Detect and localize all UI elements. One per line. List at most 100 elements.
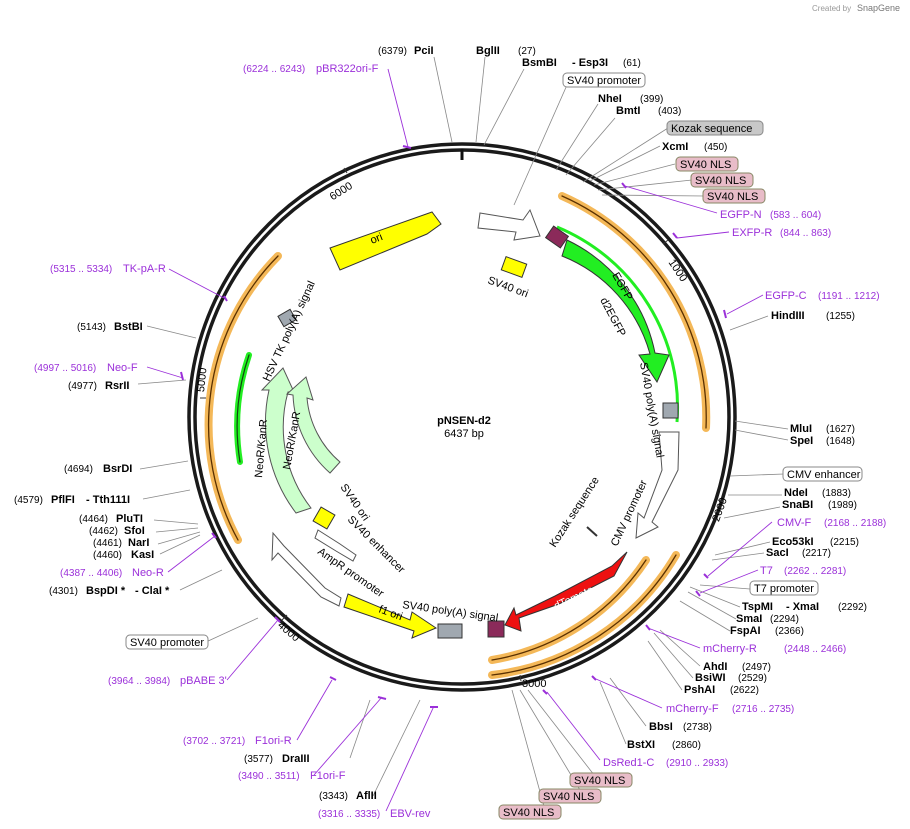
bmti-name[interactable]: BmtI	[616, 105, 640, 117]
bsmbi-extra[interactable]: - Esp3I	[572, 57, 608, 69]
pbr322-name[interactable]: pBR322ori-F	[316, 63, 379, 75]
rsrii-name[interactable]: RsrII	[105, 380, 129, 392]
sv40-nls-box-b1[interactable]	[569, 772, 633, 788]
pshai-name[interactable]: PshAI	[684, 684, 715, 696]
bstbi-pos: (5143)	[77, 322, 106, 333]
backbone-outer	[187, 142, 737, 692]
pflfi-name[interactable]: PflFI	[51, 494, 75, 506]
egfpc-name[interactable]: EGFP-C	[765, 290, 807, 302]
f1orif-name[interactable]: F1ori-F	[310, 770, 346, 782]
nari-name[interactable]: NarI	[128, 537, 149, 549]
sv40-promoter-left-label: SV40 promoter	[130, 637, 204, 649]
bglii-name[interactable]: BglII	[476, 45, 500, 57]
eco53ki-name[interactable]: Eco53kI	[772, 536, 814, 548]
mcherryr-name[interactable]: mCherry-R	[703, 643, 757, 655]
sv40-nls-box-1[interactable]	[675, 156, 739, 172]
sv40-nls-box-b3[interactable]	[498, 804, 562, 820]
nhei-name[interactable]: NheI	[598, 93, 622, 105]
dsred1c-name[interactable]: DsRed1-C	[603, 757, 654, 769]
tspmi-extra[interactable]: - XmaI	[786, 601, 819, 613]
f1orir-name[interactable]: F1ori-R	[255, 735, 292, 747]
bbsi-pos: (2738)	[683, 722, 712, 733]
ahdi-pos: (2497)	[742, 662, 771, 673]
bstxi-name[interactable]: BstXI	[627, 739, 655, 751]
pflfi-pos: (4579)	[14, 495, 43, 506]
bsiwi-pos: (2529)	[738, 673, 767, 684]
mcherryr-pos: (2448 .. 2466)	[784, 644, 846, 655]
spei-name[interactable]: SpeI	[790, 435, 813, 447]
exfpr-name[interactable]: EXFP-R	[732, 227, 772, 239]
sv40-promoter-arrow	[477, 208, 541, 241]
sv40-nls-box-b2[interactable]	[538, 788, 602, 804]
mlui-name[interactable]: MluI	[790, 423, 812, 435]
smai-name[interactable]: SmaI	[736, 613, 762, 625]
tspmi-name[interactable]: TspMI	[742, 601, 773, 613]
saci-name[interactable]: SacI	[766, 547, 789, 559]
t7-promoter-box[interactable]	[749, 580, 819, 596]
draiii-pos: (3577)	[244, 754, 273, 765]
bstbi-name[interactable]: BstBI	[114, 321, 143, 333]
f1ori-arrow	[343, 593, 438, 639]
label-sv40-enhancer: SV40 enhancer	[345, 514, 407, 576]
smai-pos: (2294)	[770, 614, 799, 625]
sv40-promoter-left-box[interactable]	[125, 634, 209, 650]
bsmbi-name[interactable]: BsmBI	[522, 57, 557, 69]
nari-pos: (4461)	[93, 538, 122, 549]
ebvrev-name[interactable]: EBV-rev	[390, 808, 431, 820]
t7-promoter-label: T7 promoter	[754, 583, 814, 595]
ndei-name[interactable]: NdeI	[784, 487, 808, 499]
draiii-name[interactable]: DraIII	[282, 753, 310, 765]
pcil-name[interactable]: PciI	[414, 45, 434, 57]
sv40-nls-label-2: SV40 NLS	[695, 175, 746, 187]
kasi-name[interactable]: KasI	[131, 549, 154, 561]
pflfi-extra[interactable]: - Tth111I	[86, 494, 130, 506]
kozak-box[interactable]	[666, 120, 764, 136]
bsrdi-name[interactable]: BsrDI	[103, 463, 132, 475]
f1orir-pos: (3702 .. 3721)	[183, 736, 245, 747]
tkpar-pos: (5315 .. 5334)	[50, 264, 112, 275]
label-cmv-promoter: CMV promoter	[609, 478, 650, 548]
bsiwi-name[interactable]: BsiWI	[695, 672, 726, 684]
neof-name[interactable]: Neo-F	[107, 362, 138, 374]
neor-name[interactable]: Neo-R	[132, 567, 164, 579]
bspdi-pos: (4301)	[49, 586, 78, 597]
saci-pos: (2217)	[802, 548, 831, 559]
mcherryf-pos: (2716 .. 2735)	[732, 704, 794, 715]
sv40-nls-label-3: SV40 NLS	[707, 191, 758, 203]
tkpar-name[interactable]: TK-pA-R	[123, 263, 166, 275]
egfpn-name[interactable]: EGFP-N	[720, 209, 762, 221]
cmvf-name[interactable]: CMV-F	[777, 517, 812, 529]
label-d2egfp: d2EGFP	[597, 296, 627, 339]
bspdi-extra[interactable]: - ClaI *	[135, 585, 170, 597]
mcherryf-name[interactable]: mCherry-F	[666, 703, 719, 715]
neor-pos: (4387 .. 4406)	[60, 568, 122, 579]
afliii-pos: (3343)	[319, 791, 348, 802]
egfpc-pos: (1191 .. 1212)	[818, 291, 880, 302]
sv40-nls-label-b3: SV40 NLS	[503, 807, 554, 819]
kozak-label: Kozak sequence	[671, 123, 752, 135]
afliii-name[interactable]: AflII	[356, 790, 377, 802]
fspai-name[interactable]: FspAI	[730, 625, 761, 637]
t7-name[interactable]: T7	[760, 565, 773, 577]
sfoi-name[interactable]: SfoI	[124, 525, 145, 537]
hindiii-name[interactable]: HindIII	[771, 310, 805, 322]
sv40-nls-box-2[interactable]	[690, 172, 754, 188]
bspdi-name[interactable]: BspDI *	[86, 585, 126, 597]
cmvf-pos: (2168 .. 2188)	[824, 518, 886, 529]
cmv-enhancer-box[interactable]	[782, 466, 863, 482]
neor-inner-arrow	[285, 376, 341, 474]
ahdi-name[interactable]: AhdI	[703, 661, 727, 673]
sv40-promoter-top-box[interactable]	[562, 72, 646, 88]
sv40-nls-box-3[interactable]	[702, 188, 766, 204]
pbabe3-name[interactable]: pBABE 3'	[180, 675, 227, 687]
plasmid-size: 6437 bp	[444, 428, 484, 440]
ndei-pos: (1883)	[822, 488, 851, 499]
xcmi-name[interactable]: XcmI	[662, 141, 688, 153]
dsred1c-pos: (2910 .. 2933)	[666, 758, 728, 769]
bbsi-name[interactable]: BbsI	[649, 721, 673, 733]
pluti-name[interactable]: PluTI	[116, 513, 143, 525]
sv40-ori-left-block	[312, 506, 336, 530]
label-neor-inner: NeoR/KanR	[281, 411, 303, 471]
sv40-nls-label-b1: SV40 NLS	[574, 775, 625, 787]
snabi-name[interactable]: SnaBI	[782, 499, 813, 511]
